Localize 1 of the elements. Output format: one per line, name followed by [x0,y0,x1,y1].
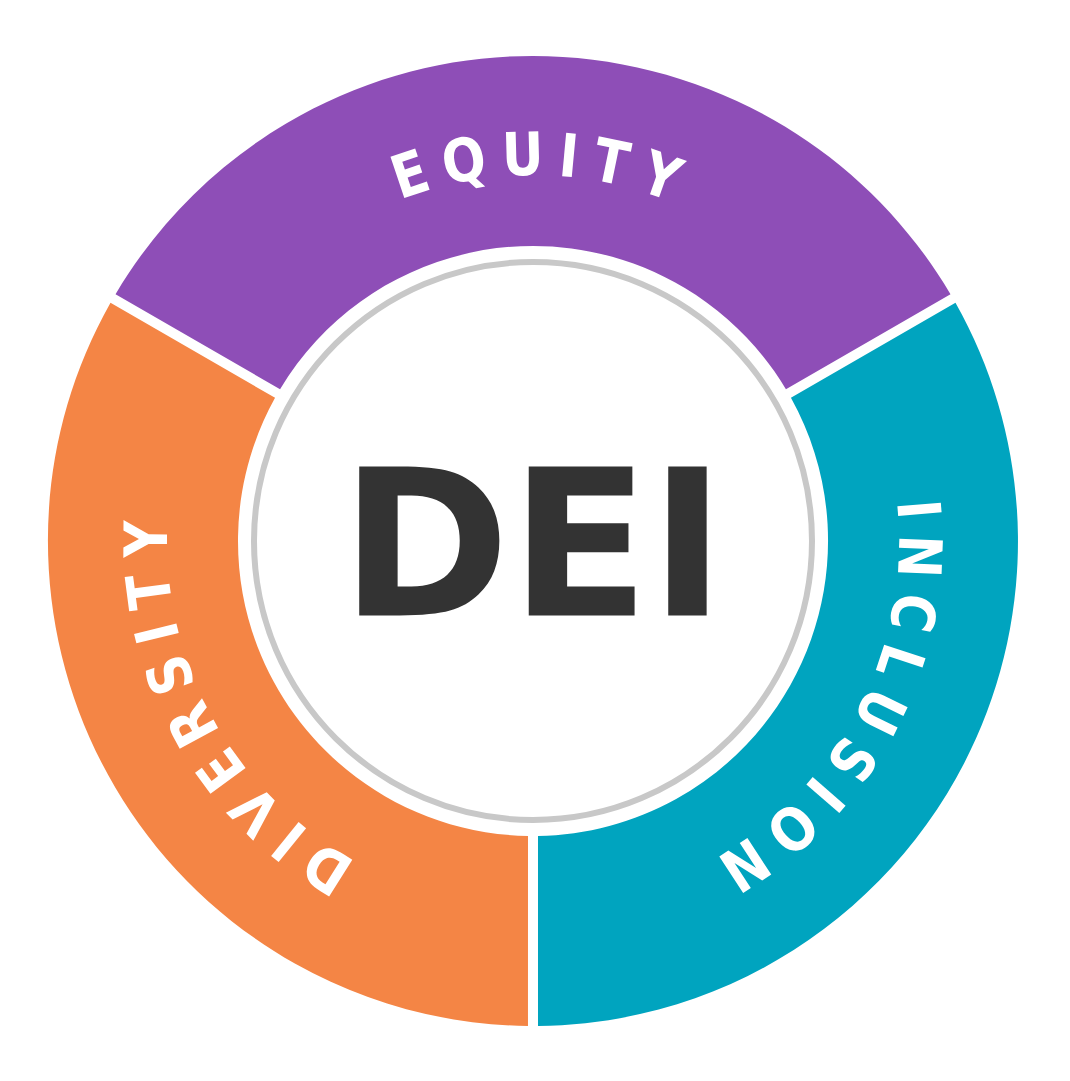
ring-segment: EQUITY [115,55,951,390]
